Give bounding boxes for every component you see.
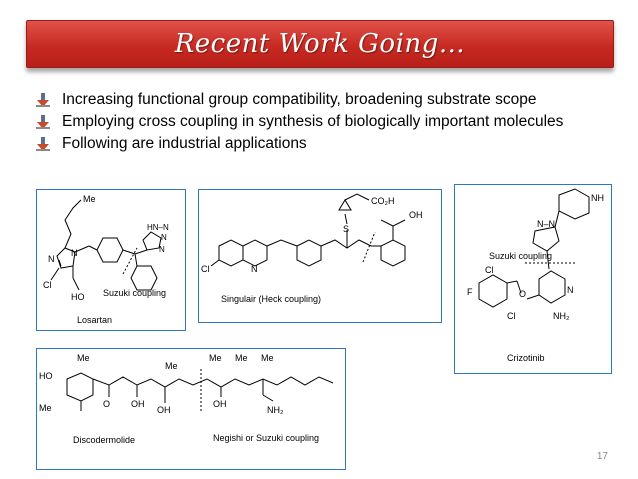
discodermolide-me-label: Me [261, 353, 274, 363]
discodermolide-oh-label: OH [157, 405, 171, 415]
singulair-co2h-label: CO₂H [371, 196, 395, 206]
discodermolide-nh2-label: NH₂ [267, 405, 284, 415]
bullet-arrow-icon [36, 93, 50, 107]
title-banner: Recent Work Going… [26, 20, 614, 68]
bullet-text: Following are industrial applications [62, 135, 307, 152]
bullet-arrow-icon [36, 115, 50, 129]
crizotinib-name: Crizotinib [507, 353, 545, 363]
discodermolide-me-label: Me [77, 353, 90, 363]
crizotinib-nh-label: NH [591, 193, 604, 203]
losartan-tetrazole-n2-label: N [159, 245, 165, 254]
discodermolide-structure-panel: HO Me Me O OH OH Me Me Me Me OH NH₂ Disc… [36, 348, 346, 470]
losartan-tetrazole-n1-label: N [161, 233, 167, 242]
bullet-text: Employing cross coupling in synthesis of… [62, 113, 564, 130]
losartan-structure-panel: Me N N Cl HO HN–N N N Suzuki coupling Lo… [36, 189, 186, 331]
crizotinib-cl1-label: Cl [485, 265, 494, 275]
crizotinib-coupling-label: Suzuki coupling [489, 251, 552, 261]
discodermolide-oh-label: OH [131, 399, 145, 409]
losartan-n2-label: N [71, 248, 78, 258]
crizotinib-o-label: O [519, 289, 526, 299]
crizotinib-nh2-label: NH₂ [553, 311, 570, 321]
singulair-structure-drawing: CO₂H OH S Cl N Singulair (Heck coupling) [201, 193, 423, 304]
bullet-item: Employing cross coupling in synthesis of… [36, 112, 616, 131]
singulair-caption: Singulair (Heck coupling) [221, 294, 321, 304]
discodermolide-name: Discodermolide [73, 435, 135, 445]
losartan-structure-drawing: Me N N Cl HO HN–N N N Suzuki coupling Lo… [43, 194, 169, 325]
losartan-n1-label: N [48, 254, 55, 264]
bullet-text: Increasing functional group compatibilit… [62, 91, 537, 108]
discodermolide-ho-label: HO [39, 371, 53, 381]
crizotinib-f-label: F [467, 287, 473, 297]
losartan-coupling-label: Suzuki coupling [103, 288, 166, 298]
discodermolide-me-label: Me [165, 361, 178, 371]
singulair-oh-label: OH [409, 210, 423, 220]
losartan-ho-label: HO [71, 292, 85, 302]
discodermolide-structure-drawing: HO Me Me O OH OH Me Me Me Me OH NH₂ Disc… [39, 353, 334, 445]
losartan-cl-label: Cl [43, 280, 52, 290]
discodermolide-coupling-label: Negishi or Suzuki coupling [213, 433, 319, 443]
crizotinib-cl2-label: Cl [507, 311, 516, 321]
crizotinib-structure-panel: NH N–N Suzuki coupling Cl F O N Cl NH₂ C… [454, 184, 612, 374]
crizotinib-n-label: N [567, 285, 574, 295]
discodermolide-o-label: O [103, 399, 110, 409]
discodermolide-me-label: Me [209, 353, 222, 363]
slide-title: Recent Work Going… [174, 29, 466, 59]
discodermolide-oh-label: OH [213, 399, 227, 409]
bullet-list: Increasing functional group compatibilit… [36, 90, 616, 156]
singulair-structure-panel: CO₂H OH S Cl N Singulair (Heck coupling) [198, 189, 442, 323]
losartan-tetrazole-hn-label: HN–N [147, 223, 169, 232]
losartan-name: Losartan [77, 315, 112, 325]
singulair-s-label: S [343, 224, 349, 234]
singulair-n-label: N [251, 264, 258, 274]
discodermolide-me-label: Me [235, 353, 248, 363]
bullet-item: Following are industrial applications [36, 134, 616, 153]
page-number: 17 [596, 451, 608, 462]
bullet-item: Increasing functional group compatibilit… [36, 90, 616, 109]
crizotinib-structure-drawing: NH N–N Suzuki coupling Cl F O N Cl NH₂ C… [467, 188, 604, 363]
singulair-cl-label: Cl [201, 264, 210, 274]
crizotinib-nn-label: N–N [537, 219, 555, 229]
discodermolide-me-label: Me [39, 403, 52, 413]
bullet-arrow-icon [36, 137, 50, 151]
losartan-me-label: Me [83, 194, 96, 204]
